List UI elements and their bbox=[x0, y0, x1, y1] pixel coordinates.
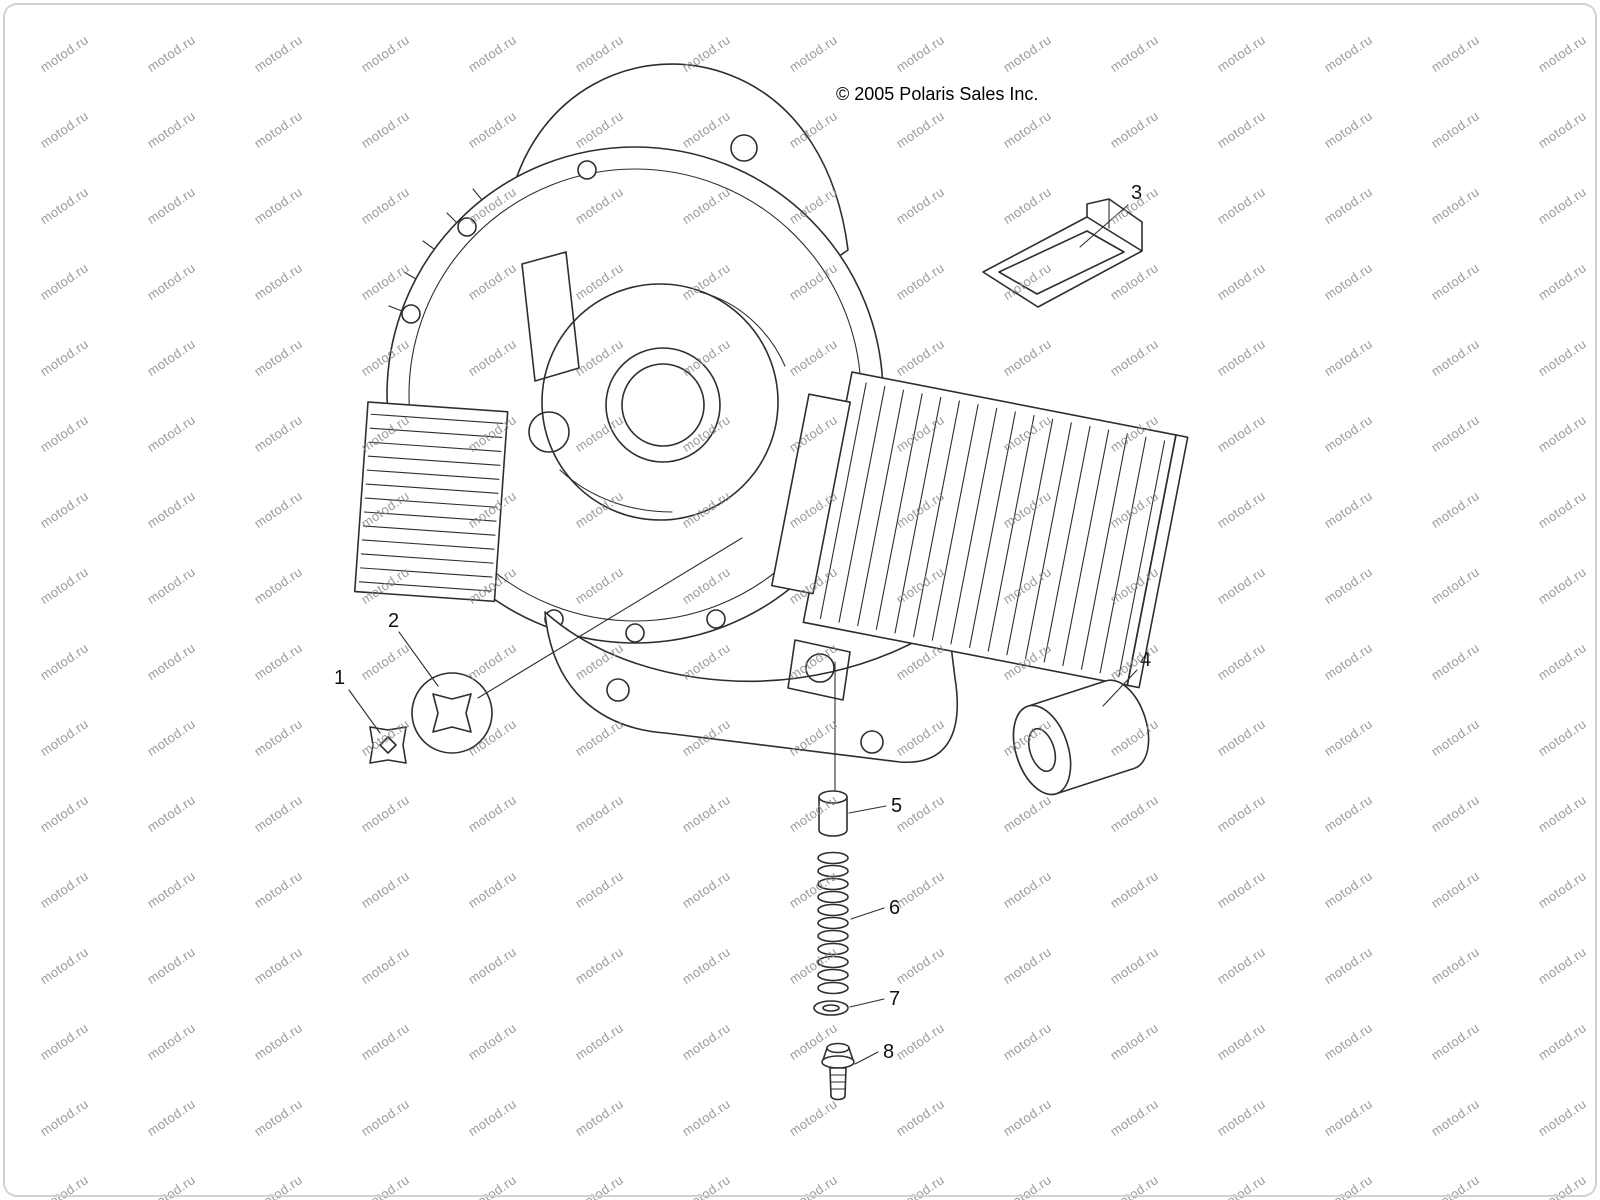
sump-boss bbox=[606, 678, 630, 702]
case-opening bbox=[541, 283, 779, 521]
callout-2: 2 bbox=[388, 610, 399, 632]
bolt-part bbox=[821, 1042, 855, 1101]
copyright-text: © 2005 Polaris Sales Inc. bbox=[836, 84, 1039, 104]
callout-4: 4 bbox=[1140, 649, 1151, 671]
pump-bore bbox=[805, 653, 835, 683]
callout-5: 5 bbox=[891, 795, 902, 817]
callout-1: 1 bbox=[334, 667, 345, 689]
bracket-hole bbox=[730, 134, 758, 162]
sump-boss bbox=[860, 730, 884, 754]
left-fin-lines bbox=[358, 413, 504, 592]
gasket-part bbox=[982, 198, 1143, 308]
cylinder-fins-right bbox=[770, 371, 1189, 689]
bearing-bore-inner bbox=[621, 363, 705, 447]
oil-pump-outer-rotor bbox=[411, 672, 493, 754]
oil-filter-part bbox=[1012, 679, 1150, 796]
spring-part bbox=[817, 851, 849, 995]
bearing-bore bbox=[605, 347, 721, 463]
cylinder-fins-left bbox=[353, 401, 509, 603]
leader-lines bbox=[348, 204, 1138, 1065]
bolt-hole bbox=[577, 160, 597, 180]
cylinder-fin-lines bbox=[819, 382, 1166, 678]
cylinder-head-edge bbox=[1126, 434, 1189, 689]
cover-serrations bbox=[388, 188, 483, 312]
callout-8: 8 bbox=[883, 1041, 894, 1063]
left-fin-block bbox=[353, 401, 509, 603]
bolt-hole bbox=[401, 304, 421, 324]
washer-part bbox=[813, 1000, 849, 1016]
oil-pump-inner-rotor bbox=[369, 726, 407, 764]
bolt-hole bbox=[625, 623, 645, 643]
cylinder-flange bbox=[770, 393, 852, 595]
case-webbing bbox=[559, 291, 786, 513]
plunger-part bbox=[818, 790, 848, 837]
crankcase-drawing bbox=[353, 63, 1189, 763]
callout-7: 7 bbox=[889, 988, 900, 1010]
pump-cavity bbox=[787, 639, 851, 701]
callout-6: 6 bbox=[889, 897, 900, 919]
case-cutout bbox=[521, 251, 580, 382]
case-small-bore bbox=[528, 411, 570, 453]
bolt-hole bbox=[457, 217, 477, 237]
bolt-hole bbox=[706, 609, 726, 629]
callout-3: 3 bbox=[1131, 182, 1142, 204]
